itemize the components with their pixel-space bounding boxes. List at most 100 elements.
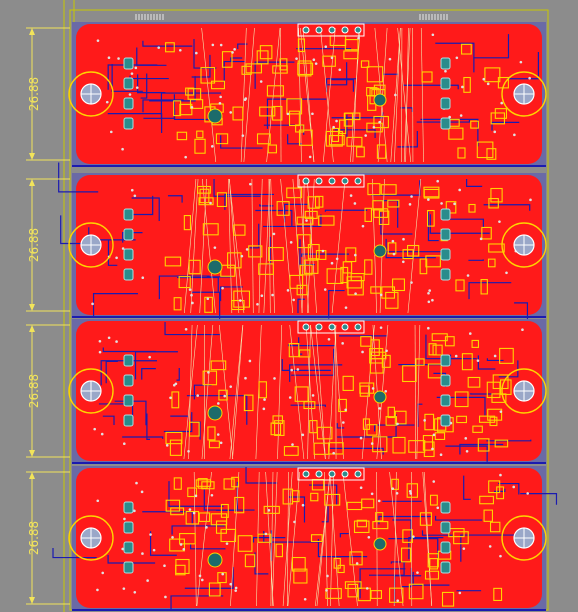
bottom-trace xyxy=(290,404,326,407)
bottom-trace xyxy=(388,538,439,561)
bottom-trace xyxy=(130,195,154,216)
mounting-hole-left[interactable] xyxy=(68,515,114,561)
component-pad xyxy=(231,476,240,488)
component-pad xyxy=(202,370,218,386)
bottom-trace xyxy=(368,562,405,576)
via xyxy=(173,383,176,387)
pcb-board-1[interactable] xyxy=(68,22,547,167)
via xyxy=(465,449,469,453)
component-pad xyxy=(496,486,505,500)
via xyxy=(209,201,212,205)
left-connector-pad xyxy=(123,268,134,281)
via xyxy=(130,188,134,192)
via xyxy=(423,419,426,422)
component-pad xyxy=(477,438,490,452)
component-pad xyxy=(259,45,273,60)
via xyxy=(289,241,293,244)
right-connector-pad xyxy=(440,354,451,367)
bottom-trace xyxy=(163,412,193,433)
bottom-trace xyxy=(434,515,483,521)
pcb-board-2[interactable] xyxy=(58,162,547,330)
component-pad xyxy=(272,105,283,121)
component-pad xyxy=(461,353,473,371)
component-pad xyxy=(268,247,284,262)
mounting-hole-right[interactable] xyxy=(501,222,547,268)
bottom-trace xyxy=(491,121,520,131)
component-pad xyxy=(289,274,304,289)
component-pad xyxy=(223,478,235,490)
capacitor xyxy=(207,108,223,124)
bottom-trace xyxy=(146,413,151,440)
pcb-board-4[interactable] xyxy=(52,466,558,611)
bottom-trace xyxy=(173,109,215,121)
via xyxy=(364,134,367,137)
component-pad xyxy=(173,477,182,490)
component-pad xyxy=(188,259,201,275)
ratsnest-line xyxy=(270,178,275,314)
mounting-hole-right[interactable] xyxy=(501,368,547,414)
ratsnest-line xyxy=(265,471,274,607)
dimension-3[interactable]: 26.88 xyxy=(26,324,70,458)
via xyxy=(453,202,456,206)
via xyxy=(216,433,220,436)
left-connector-pad xyxy=(123,77,134,90)
capacitor xyxy=(207,259,223,275)
mounting-hole-right[interactable] xyxy=(501,71,547,117)
bottom-trace xyxy=(122,232,143,243)
via xyxy=(152,548,156,552)
bottom-trace xyxy=(262,214,322,228)
component-pad xyxy=(171,391,180,409)
via xyxy=(148,355,151,359)
via xyxy=(526,492,529,495)
bottom-trace xyxy=(213,179,261,197)
component-pad xyxy=(276,201,290,216)
via xyxy=(321,249,325,253)
component-pad xyxy=(423,186,440,198)
ratsnest-line xyxy=(389,471,404,607)
mounting-hole-left[interactable] xyxy=(68,222,114,268)
component-pad xyxy=(402,365,417,383)
via xyxy=(286,289,290,292)
mounting-hole-left[interactable] xyxy=(68,368,114,414)
component-pad xyxy=(406,483,418,498)
bottom-trace xyxy=(421,530,453,536)
component-pad xyxy=(197,185,211,194)
mounting-hole-left[interactable] xyxy=(68,71,114,117)
dimension-2[interactable]: 26.88 xyxy=(26,178,70,312)
component-pad xyxy=(259,106,276,117)
via xyxy=(123,517,126,521)
ratsnest-line xyxy=(271,471,278,607)
ratsnest-line xyxy=(331,178,346,314)
bottom-trace xyxy=(463,475,471,500)
via xyxy=(229,385,233,388)
via xyxy=(187,449,190,453)
capacitor xyxy=(373,244,387,258)
via xyxy=(512,485,516,489)
pcb-board-3[interactable] xyxy=(68,319,547,464)
dimension-1[interactable]: 26.88 xyxy=(26,27,70,161)
component-pad xyxy=(445,201,457,214)
mounting-hole-right[interactable] xyxy=(501,515,547,561)
component-pad xyxy=(315,250,327,260)
bottom-trace xyxy=(336,423,345,429)
component-pad xyxy=(288,343,300,358)
ratsnest-line xyxy=(320,27,334,163)
header-pin xyxy=(302,177,310,185)
component-pad xyxy=(258,263,274,275)
component-pad xyxy=(183,215,192,231)
bottom-trace xyxy=(142,40,193,47)
via xyxy=(488,545,492,548)
via xyxy=(225,542,229,545)
component-pad xyxy=(232,106,244,121)
dimension-4[interactable]: 26.88 xyxy=(26,471,70,605)
ratsnest-line xyxy=(196,471,212,607)
via xyxy=(395,492,399,495)
via xyxy=(303,597,307,601)
component-pad xyxy=(233,224,246,236)
component-pad xyxy=(210,80,225,90)
left-connector-pad xyxy=(123,354,134,367)
component-pad xyxy=(364,207,373,222)
via xyxy=(259,80,263,83)
